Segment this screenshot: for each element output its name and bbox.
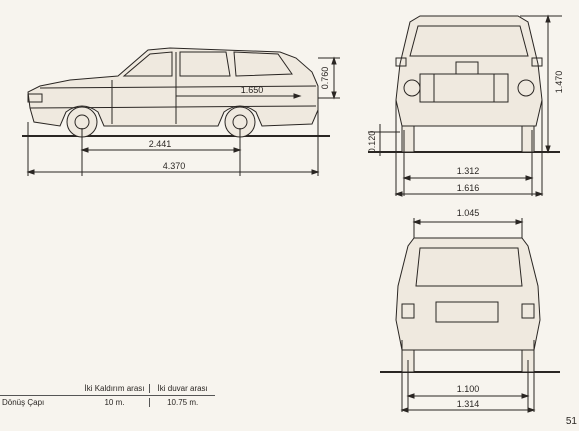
- col2-header: İki duvar arası: [149, 384, 215, 393]
- dim-side-0760: 0.760: [320, 67, 330, 90]
- dim-overall-width: 1.616: [457, 183, 480, 193]
- dim-ground-clearance: 0.120: [367, 131, 377, 154]
- dim-overall-height: 1.470: [554, 71, 564, 94]
- row-label: Dönüş Çapı: [2, 398, 45, 407]
- col1-value: 10 m.: [104, 398, 125, 407]
- dim-side-1650: 1.650: [241, 85, 264, 95]
- front-view-car: [368, 14, 562, 197]
- col2-value: 10.75 m.: [149, 398, 215, 407]
- dim-front-track: 1.312: [457, 166, 480, 176]
- dim-wheelbase: 2.441: [149, 139, 172, 149]
- rear-view-car: [380, 218, 560, 413]
- table-header-row: İki Kaldırım arası İki duvar arası: [0, 382, 215, 396]
- side-view-car: [22, 47, 340, 176]
- dim-rear-track: 1.100: [457, 384, 480, 394]
- page-number: 51: [565, 416, 577, 427]
- dim-overall-length: 4.370: [163, 161, 186, 171]
- dim-rear-width: 1.314: [457, 399, 480, 409]
- dim-rear-roof-width: 1.045: [457, 208, 480, 218]
- table-row: Dönüş Çapı 10 m. 10.75 m.: [0, 396, 215, 409]
- col1-header: İki Kaldırım arası: [84, 384, 145, 393]
- turning-radius-table: İki Kaldırım arası İki duvar arası Dönüş…: [0, 382, 215, 409]
